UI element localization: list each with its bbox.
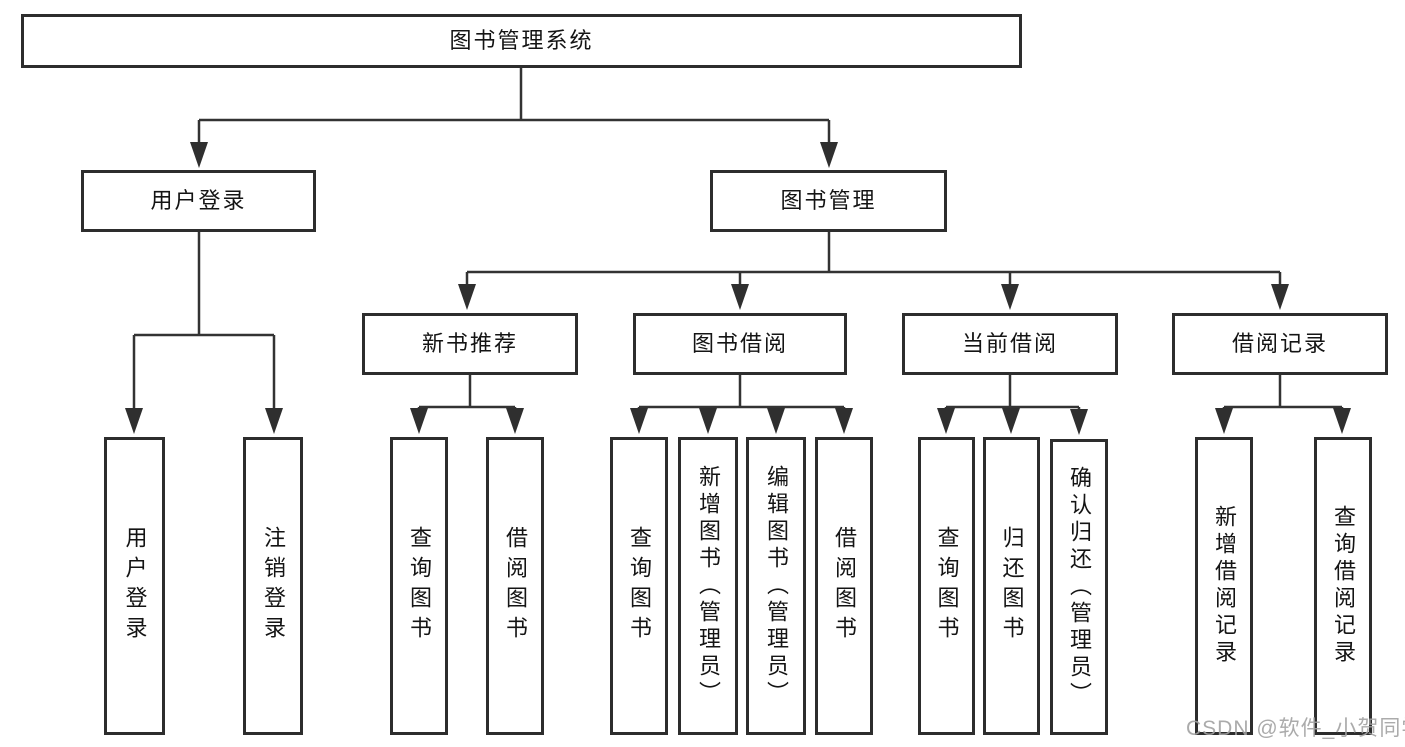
node-book-management: 图书管理 — [710, 170, 947, 232]
node-label: 查询图书 — [934, 526, 960, 646]
node-label: 借阅图书 — [832, 526, 857, 646]
node-leaf-add-books-admin: 新增图书（管理员） — [678, 437, 738, 735]
node-leaf-borrow-books-1: 借阅图书 — [486, 437, 544, 735]
node-leaf-add-borrow-record: 新增借阅记录 — [1195, 437, 1253, 735]
node-label: 确认归还（管理员） — [1067, 465, 1092, 709]
node-leaf-borrow-books-2: 借阅图书 — [815, 437, 873, 735]
node-label: 图书管理 — [780, 188, 877, 213]
node-leaf-return-books: 归还图书 — [983, 437, 1040, 735]
node-label: 用户登录 — [122, 526, 148, 646]
node-leaf-edit-books-admin: 编辑图书（管理员） — [746, 437, 806, 735]
node-leaf-query-books-1: 查询图书 — [390, 437, 448, 735]
node-label: 新增借阅记录 — [1212, 505, 1237, 667]
node-label: 查询图书 — [407, 526, 432, 646]
node-leaf-logout: 注销登录 — [243, 437, 303, 735]
node-book-borrow: 图书借阅 — [633, 313, 847, 375]
node-user-login: 用户登录 — [81, 170, 316, 232]
node-label: 图书借阅 — [691, 331, 788, 356]
node-label: 查询图书 — [627, 526, 652, 646]
node-library-management-system: 图书管理系统 — [21, 14, 1022, 68]
node-leaf-query-books-2: 查询图书 — [610, 437, 668, 735]
node-current-borrow: 当前借阅 — [902, 313, 1118, 375]
node-label: 借阅图书 — [503, 526, 528, 646]
node-leaf-confirm-return-admin: 确认归还（管理员） — [1050, 439, 1108, 735]
node-label: 编辑图书（管理员） — [764, 464, 789, 708]
node-new-book-recommend: 新书推荐 — [362, 313, 578, 375]
node-label: 归还图书 — [999, 526, 1025, 646]
node-leaf-query-books-3: 查询图书 — [918, 437, 975, 735]
node-label: 新书推荐 — [421, 331, 518, 356]
node-leaf-query-borrow-record: 查询借阅记录 — [1314, 437, 1372, 735]
node-label: 注销登录 — [261, 526, 286, 646]
node-leaf-user-login: 用户登录 — [104, 437, 165, 735]
node-label: 用户登录 — [150, 188, 247, 213]
node-label: 图书管理系统 — [449, 28, 594, 53]
node-label: 借阅记录 — [1231, 331, 1328, 356]
watermark-text: CSDN @软件_小贺同学 — [1186, 717, 1405, 740]
node-label: 当前借阅 — [961, 331, 1058, 356]
node-borrow-records: 借阅记录 — [1172, 313, 1388, 375]
node-label: 查询借阅记录 — [1331, 505, 1356, 667]
node-label: 新增图书（管理员） — [696, 464, 721, 708]
